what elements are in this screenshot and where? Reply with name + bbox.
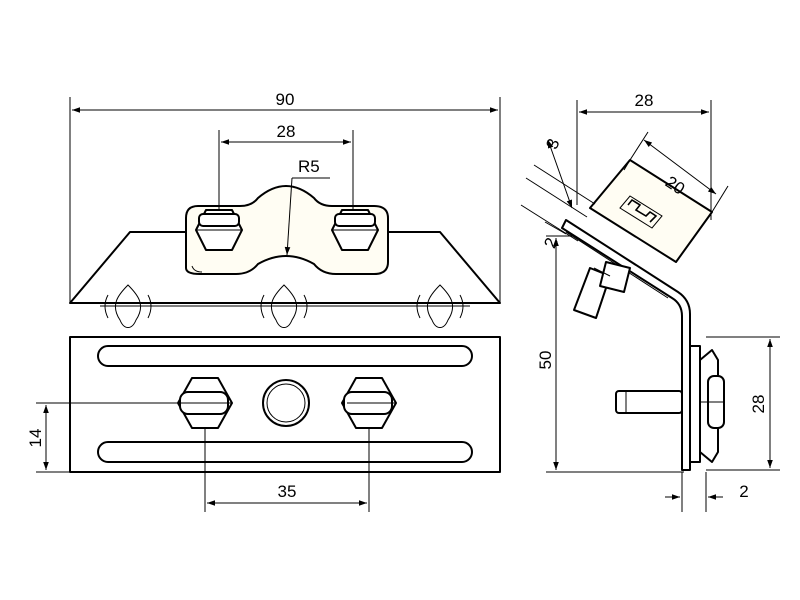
dim-side-depth: 28 bbox=[635, 91, 654, 110]
center-hole bbox=[262, 379, 310, 427]
clamp-bolt-right bbox=[331, 209, 379, 251]
upper-slot bbox=[97, 345, 473, 367]
dim-radius: R5 bbox=[298, 157, 320, 176]
clamp-bolt-left bbox=[195, 209, 243, 251]
dim-bolt-spacing: 35 bbox=[278, 482, 297, 501]
side-view bbox=[561, 159, 725, 471]
dim-bolt-height: 14 bbox=[26, 429, 45, 448]
dim-base-thickness: 2 bbox=[739, 482, 748, 501]
dim-side-height: 50 bbox=[536, 351, 555, 370]
fold-marks bbox=[100, 284, 470, 328]
dim-base-height: 28 bbox=[749, 395, 768, 414]
dim-gap: 2 bbox=[540, 235, 561, 251]
horizontal-bolt bbox=[615, 345, 725, 463]
inclined-bolt bbox=[573, 261, 631, 319]
lower-slot bbox=[97, 441, 473, 463]
dim-clamp-spacing: 28 bbox=[277, 122, 296, 141]
saddle-clamp bbox=[185, 185, 389, 275]
side-dimensions: 28 3 2 20 50 28 2 bbox=[520, 91, 780, 512]
front-view bbox=[69, 185, 501, 473]
front-dimensions: 90 28 R5 14 35 bbox=[26, 90, 501, 512]
dim-plate-thickness: 3 bbox=[542, 136, 563, 152]
bent-bracket bbox=[561, 219, 691, 471]
front-bolt-right bbox=[341, 377, 397, 429]
dim-overall-width: 90 bbox=[276, 90, 295, 109]
